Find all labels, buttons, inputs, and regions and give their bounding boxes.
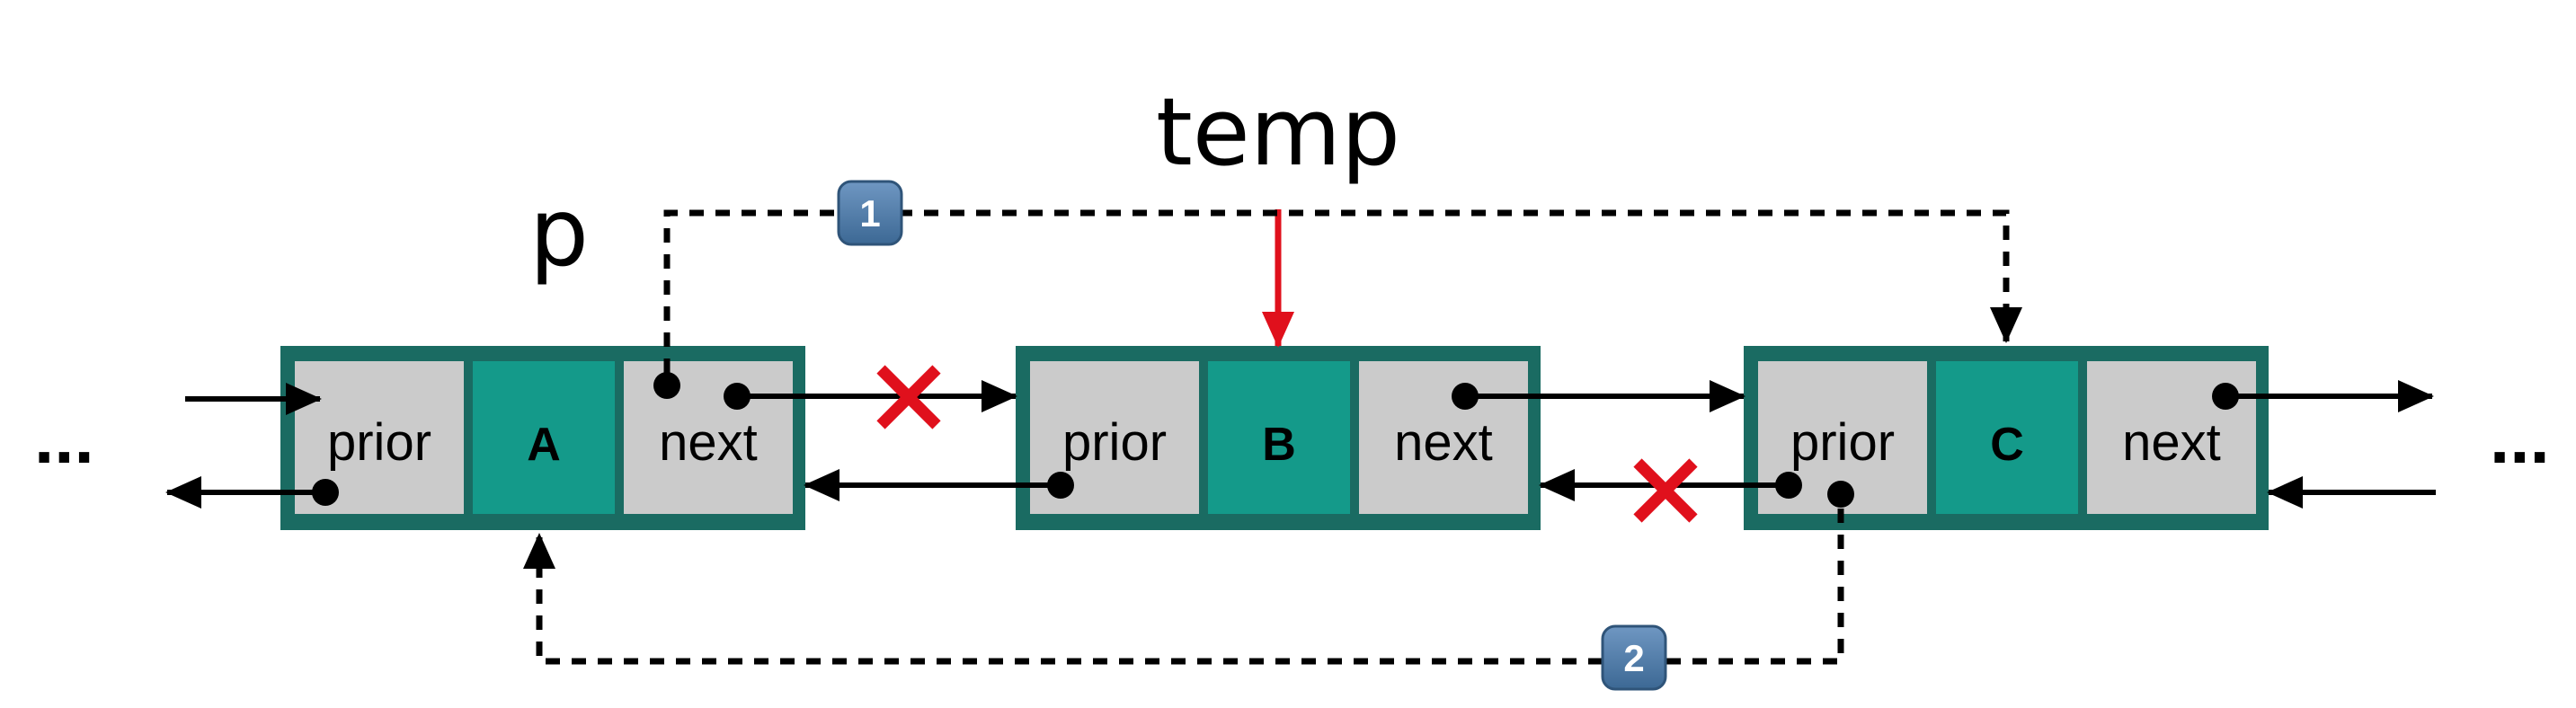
a-next-dashed-origin-dot — [653, 372, 680, 399]
removed-link-x-mark-c-b — [1633, 458, 1698, 523]
step-1-number: 1 — [859, 192, 880, 235]
node-a-prior-label: prior — [327, 413, 431, 472]
step2-dashed-link-c-prior-to-a — [523, 509, 1844, 665]
step-1-badge: 1 — [837, 180, 903, 246]
c-prior-dashed-origin-dot — [1827, 481, 1854, 508]
node-c: prior C next — [1744, 346, 2269, 530]
ellipsis-left: ... — [34, 398, 94, 478]
b-next-dot — [1452, 383, 1479, 410]
node-b-value-cell — [1208, 361, 1350, 514]
node-b-value: B — [1262, 419, 1296, 471]
ellipsis-right: ... — [2490, 398, 2550, 478]
node-b-next-label: next — [1394, 413, 1493, 472]
c-prior-dot — [1775, 472, 1802, 499]
node-b-prior-label: prior — [1062, 413, 1167, 472]
step-2-number: 2 — [1623, 637, 1644, 679]
step1-dashed-link-a-next-to-c — [663, 209, 2022, 373]
node-a-next-label: next — [659, 413, 758, 472]
node-c-prior-label: prior — [1790, 413, 1895, 472]
node-a-value-cell — [473, 361, 615, 514]
node-a-next-cell — [624, 361, 793, 514]
a-next-dot — [724, 383, 751, 410]
node-c-value: C — [1990, 419, 2024, 471]
node-a: prior A next — [280, 346, 805, 530]
node-b: prior B next — [1016, 346, 1541, 530]
a-prior-dot — [312, 479, 339, 506]
pointer-label-p: p — [529, 178, 589, 288]
node-a-value: A — [527, 419, 561, 471]
node-c-value-cell — [1936, 361, 2078, 514]
node-c-next-label: next — [2122, 413, 2221, 472]
c-next-dot — [2212, 383, 2239, 410]
b-prior-dot — [1047, 472, 1074, 499]
pointer-label-temp: temp — [1156, 77, 1400, 187]
node-b-next-cell — [1359, 361, 1528, 514]
removed-link-x-mark-a-b — [876, 365, 941, 429]
step-2-badge: 2 — [1601, 624, 1667, 691]
